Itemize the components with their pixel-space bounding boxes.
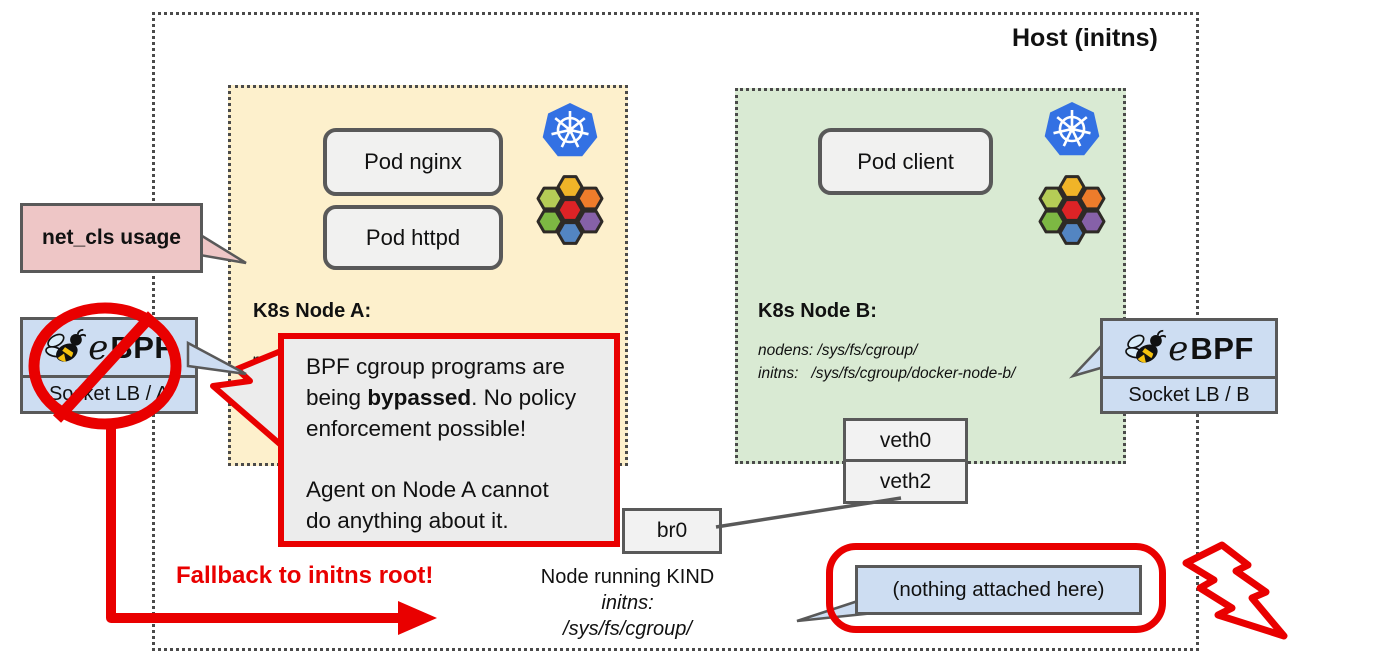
ebpf-logo-e: e [1168, 328, 1189, 369]
node-b-cgroup-path-2: initns: /sys/fs/cgroup/docker-node-b/ [758, 365, 1016, 382]
bypass-bold-word: bypassed [367, 385, 472, 411]
kind-node-line1: Node running KIND [540, 566, 715, 588]
red-highlight-rect [826, 543, 1166, 633]
socket-lb-b-label: Socket LB / B [1128, 384, 1250, 406]
ebpf-bee-icon [1125, 329, 1167, 363]
pod-nginx-box: Pod nginx [323, 128, 503, 196]
pod-client-box: Pod client [818, 128, 993, 195]
socket-lb-a-label: Socket LB / A [48, 383, 170, 405]
bypass-warning-callout: BPF cgroup programs are being bypassed. … [278, 333, 620, 547]
cilium-honeycomb-icon [1038, 175, 1106, 245]
kind-node-line2: initns: /sys/fs/cgroup/ [563, 592, 692, 640]
bypass-paragraph-2: Agent on Node A cannot do anything about… [306, 477, 549, 534]
lightning-bolt-icon [1182, 541, 1288, 640]
node-b-title: K8s Node B: [758, 300, 877, 322]
cilium-honeycomb-icon [536, 175, 604, 245]
veth0-box: veth0 [843, 418, 968, 464]
pod-httpd-box: Pod httpd [323, 205, 503, 270]
kubernetes-icon [1044, 102, 1100, 156]
ebpf-logo-e: e [88, 327, 109, 368]
br0-box: br0 [622, 508, 722, 554]
netcls-usage-callout: net_cls usage [20, 203, 203, 273]
veth2-box: veth2 [843, 459, 968, 504]
node-b-cgroup-path-1: nodens: /sys/fs/cgroup/ [758, 342, 918, 359]
nothing-attached-bubble: (nothing attached here) [855, 565, 1142, 615]
node-a-title: K8s Node A: [253, 300, 372, 322]
host-label: Host (initns) [1012, 24, 1158, 52]
bypass-paragraph-1: BPF cgroup programs are being bypassed. … [306, 351, 578, 444]
kubernetes-icon [542, 103, 598, 157]
kind-node-label: Node running KIND initns: /sys/fs/cgroup… [535, 564, 720, 642]
ebpf-bee-icon [45, 328, 87, 362]
ebpf-logo-bpf: BPF [1190, 331, 1254, 366]
bypass-text: BPF cgroup programs are being [306, 354, 565, 411]
ebpf-logo-bpf: BPF [110, 330, 174, 365]
fallback-label: Fallback to initns root! [176, 562, 434, 589]
